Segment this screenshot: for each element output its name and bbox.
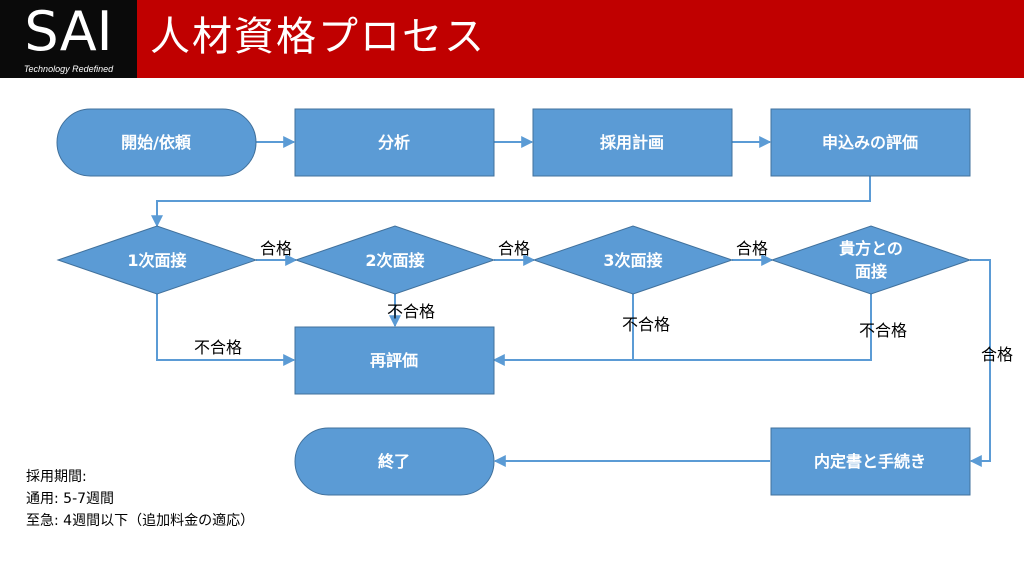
edge-label-pass-3: 合格	[736, 239, 768, 258]
edge-label-pass-2: 合格	[498, 239, 530, 258]
node-interview2-label: 2次面接	[365, 251, 424, 270]
node-interview2: 2次面接	[294, 225, 496, 295]
edge-label-pass-1: 合格	[260, 239, 292, 258]
connectors	[151, 136, 991, 467]
node-interview1-label: 1次面接	[127, 251, 186, 270]
node-interview1: 1次面接	[56, 225, 258, 295]
note-line-3: 至急: 4週間以下（追加料金の適応）	[26, 513, 255, 529]
node-interview-you: 貴方との 面接	[770, 225, 972, 295]
node-end-label: 終了	[378, 452, 410, 471]
node-reevaluate-label: 再評価	[370, 351, 418, 370]
edge-label-fail-2: 不合格	[387, 302, 435, 321]
node-start-label: 開始/依頼	[121, 133, 192, 152]
edge-interviewyou-reevaluate	[633, 294, 872, 361]
logo: SAI Technology Redefined	[0, 0, 137, 78]
node-interview3: 3次面接	[532, 225, 734, 295]
edge-label-fail-1: 不合格	[194, 338, 242, 357]
node-analysis-label: 分析	[378, 133, 410, 152]
node-offer: 内定書と手続き	[770, 427, 971, 496]
logo-tagline: Technology Redefined	[23, 64, 114, 74]
edge-interview3-reevaluate	[492, 294, 634, 366]
node-end: 終了	[294, 427, 495, 496]
node-plan-label: 採用計画	[600, 133, 664, 152]
node-application: 申込みの評価	[770, 108, 971, 177]
node-interview-you-label-1: 貴方との	[839, 239, 903, 258]
node-reevaluate: 再評価	[294, 326, 495, 395]
node-application-label: 申込みの評価	[822, 133, 918, 152]
node-start: 開始/依頼	[56, 108, 257, 177]
node-interview3-label: 3次面接	[603, 251, 662, 270]
edge-label-fail-4: 不合格	[859, 321, 907, 340]
hiring-period-note: 採用期間: 通用: 5-7週間 至急: 4週間以下（追加料金の適応）	[26, 466, 254, 532]
edge-application-interview1	[151, 176, 871, 228]
edge-label-pass-4: 合格	[981, 345, 1013, 364]
edge-label-fail-3: 不合格	[622, 315, 670, 334]
node-interview-you-label-2: 面接	[855, 262, 887, 281]
edge-interview1-reevaluate	[156, 294, 296, 366]
page-title: 人材資格プロセス	[150, 14, 486, 60]
node-offer-label: 内定書と手続き	[814, 452, 926, 471]
header-bar	[0, 0, 1024, 78]
node-analysis: 分析	[294, 108, 495, 177]
edge-interviewyou-offer	[969, 259, 991, 467]
node-plan: 採用計画	[532, 108, 733, 177]
logo-text: SAI	[24, 0, 113, 63]
note-line-1: 採用期間:	[26, 469, 87, 485]
note-line-2: 通用: 5-7週間	[26, 491, 115, 507]
